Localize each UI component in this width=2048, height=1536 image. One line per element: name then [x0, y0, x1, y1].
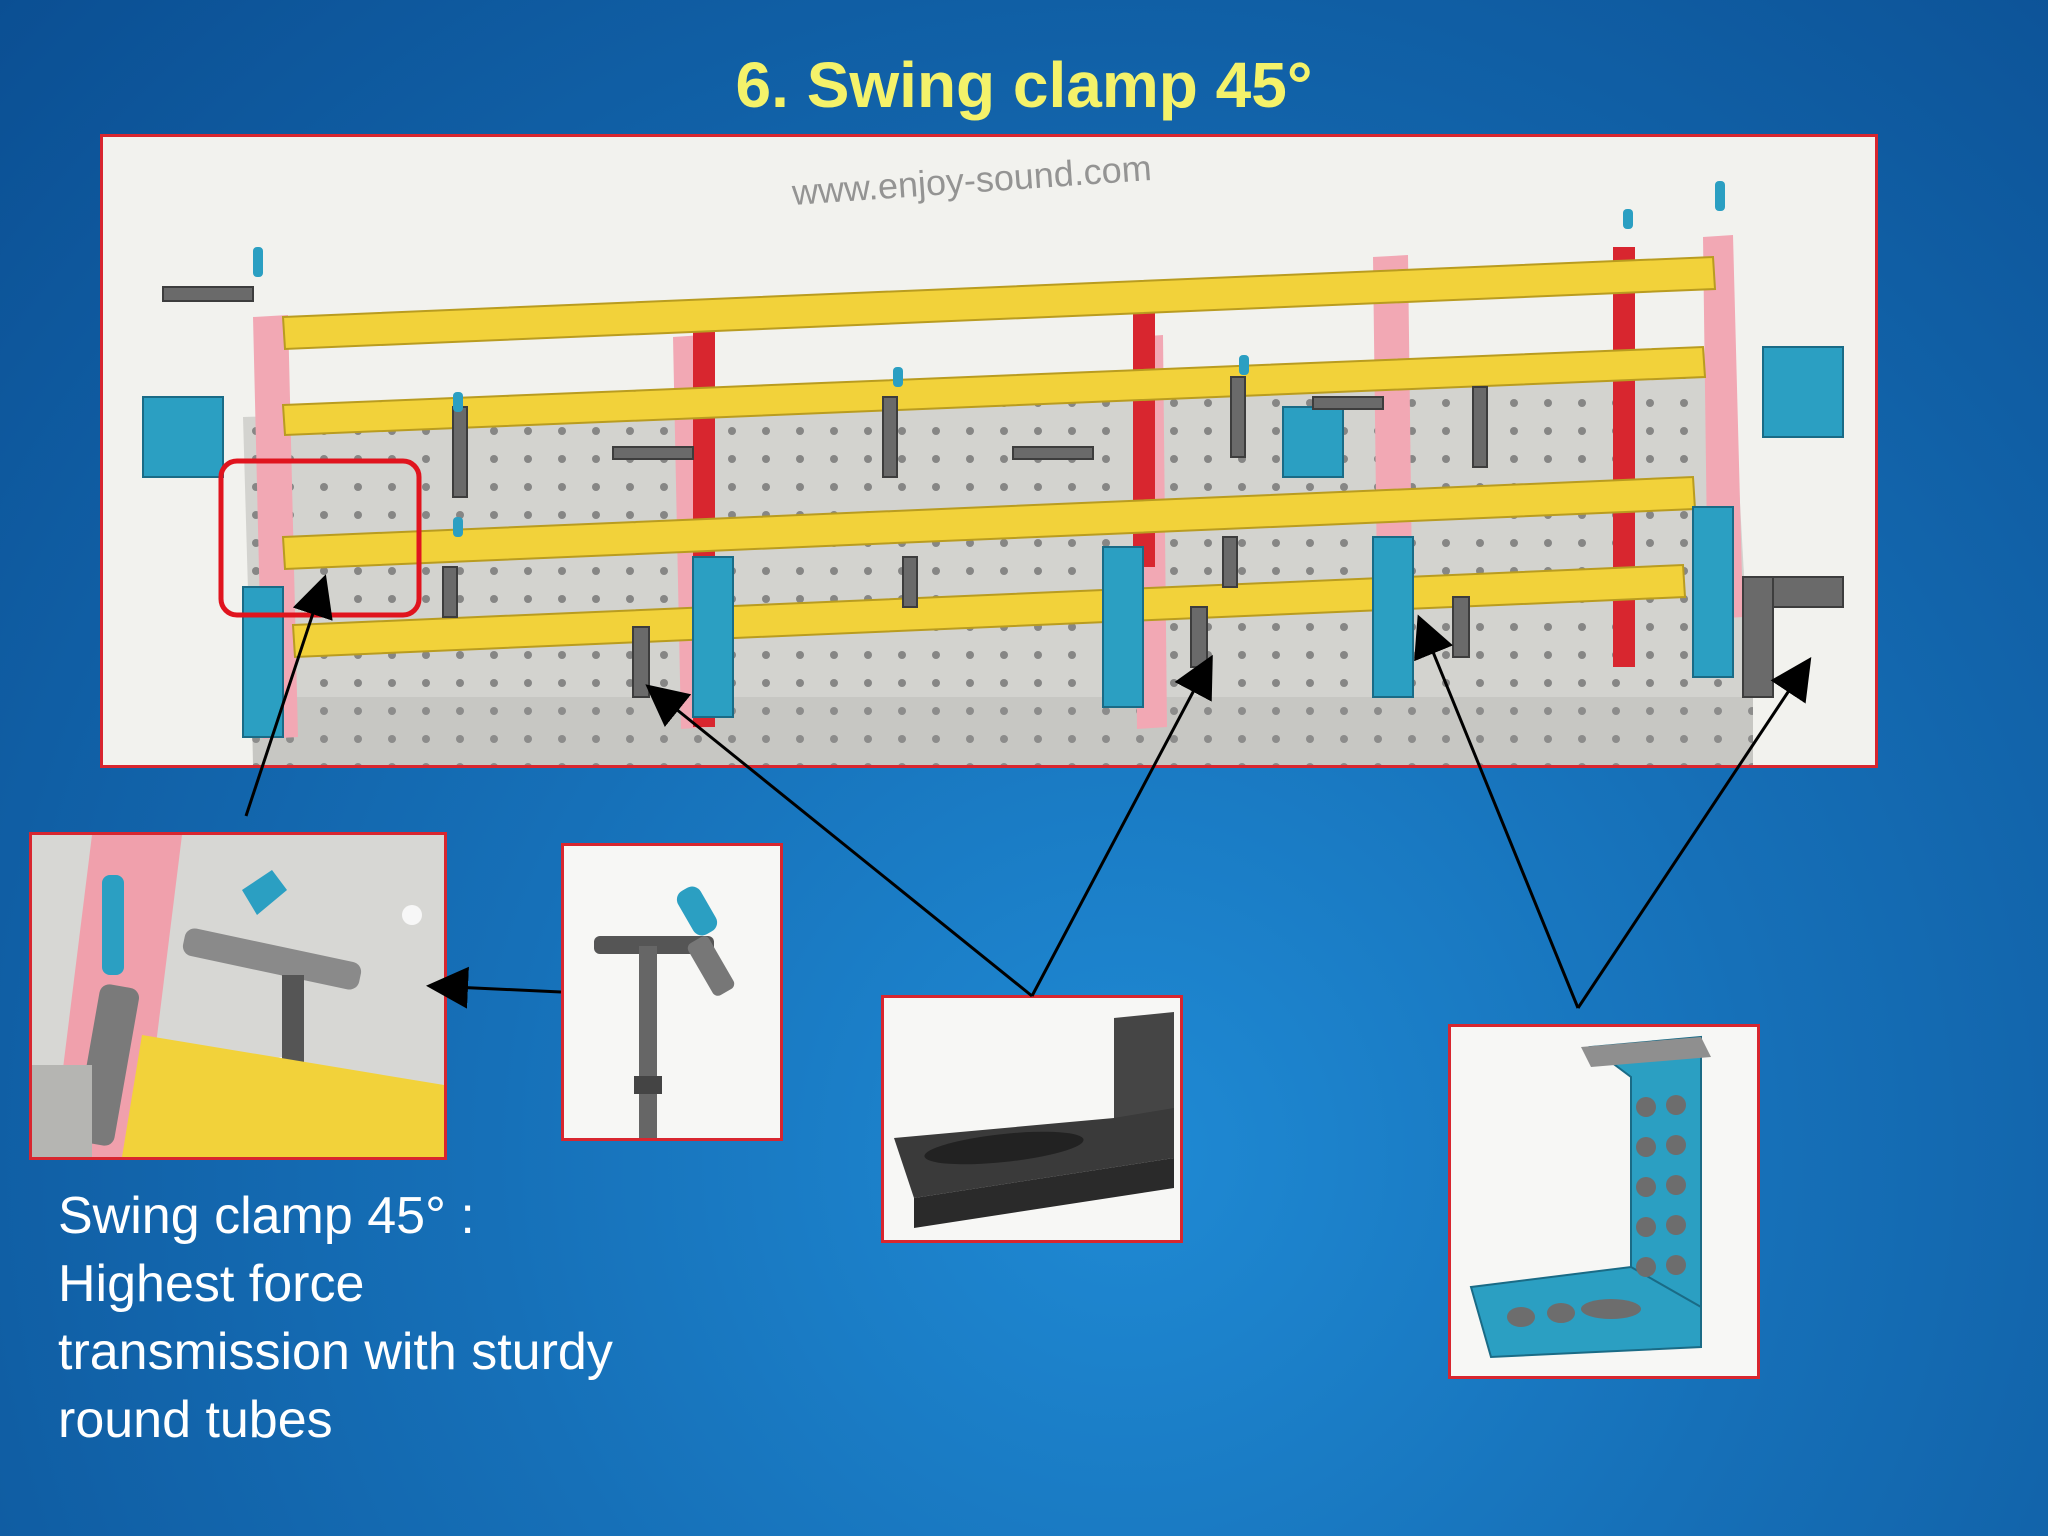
caption-line: round tubes — [58, 1391, 333, 1449]
yellow-beam — [281, 255, 1717, 351]
arrow-clamp-part — [426, 966, 562, 1009]
clamp-tube — [639, 946, 657, 1138]
main-fixture-image: www.enjoy-sound.com — [100, 134, 1878, 768]
angle-block-image — [1448, 1024, 1760, 1379]
bolt-holes — [1507, 1095, 1686, 1327]
slide-title: 6. Swing clamp 45° — [735, 49, 1313, 121]
description-caption: Swing clamp 45° : Highest force transmis… — [58, 1182, 738, 1454]
watermark-text: www.enjoy-sound.com — [790, 147, 1153, 213]
closeup-image — [29, 832, 447, 1160]
caption-line: Highest force — [58, 1255, 365, 1313]
blue-handle-icon — [102, 875, 124, 975]
yellow-beam — [122, 1035, 444, 1157]
swing-clamp-part-image — [561, 843, 783, 1141]
blue-handle-icon — [242, 870, 287, 915]
clamp-handles — [253, 181, 1725, 537]
welding-table-illustration: www.enjoy-sound.com — [142, 147, 1844, 765]
blue-handle-icon — [676, 886, 718, 936]
slot-stop-image — [881, 995, 1183, 1243]
caption-line: transmission with sturdy — [58, 1323, 613, 1381]
stop-upright — [1114, 1012, 1174, 1128]
swing-arm — [182, 928, 362, 990]
caption-line: Swing clamp 45° : — [58, 1187, 475, 1245]
